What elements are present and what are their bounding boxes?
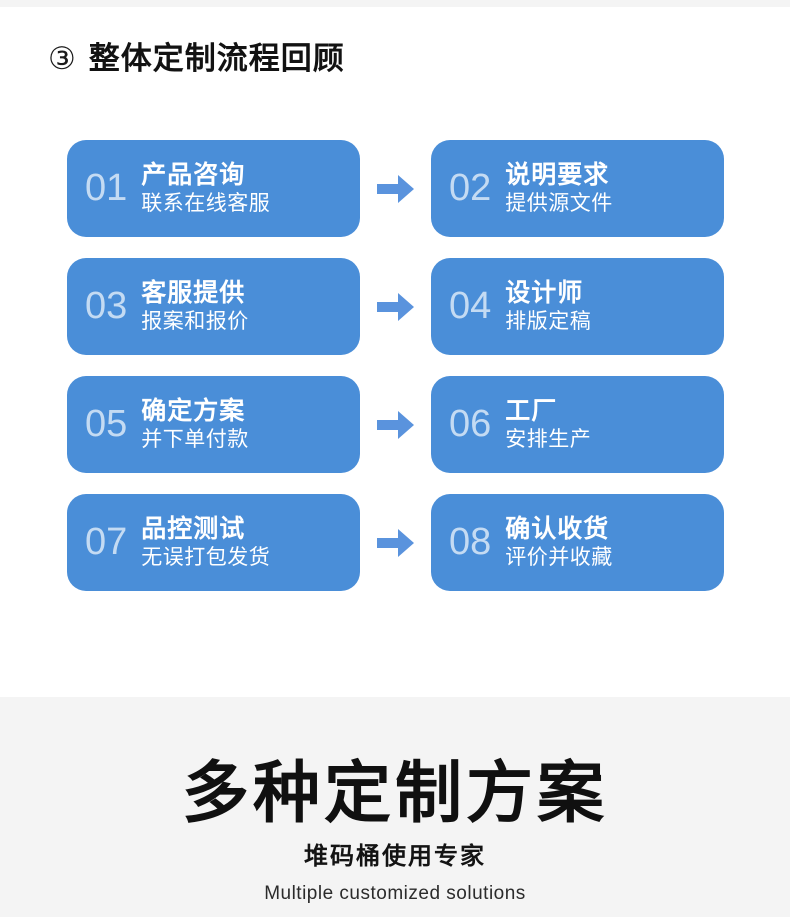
arrow-connector <box>360 494 431 591</box>
step-text-block: 客服提供 报案和报价 <box>141 279 249 335</box>
step-subtitle: 报案和报价 <box>141 310 249 334</box>
step-title: 工厂 <box>505 396 558 425</box>
arrow-right-icon <box>376 174 414 203</box>
step-number: 05 <box>85 402 128 445</box>
step-number: 01 <box>85 166 128 209</box>
step-title: 客服提供 <box>141 278 246 307</box>
step-text-block: 工厂 安排生产 <box>505 397 591 453</box>
step-row: 05 确定方案 并下单付款 06 工厂 安排生产 <box>67 376 724 473</box>
top-divider-strip <box>0 0 790 7</box>
step-title: 设计师 <box>505 278 584 307</box>
step-row: 01 产品咨询 联系在线客服 02 说明要求 提供源文件 <box>67 140 724 237</box>
step-text-block: 说明要求 提供源文件 <box>505 161 613 217</box>
process-flow-section: ③ 整体定制流程回顾 01 产品咨询 联系在线客服 <box>0 7 790 697</box>
step-card-07[interactable]: 07 品控测试 无误打包发货 <box>67 494 360 591</box>
step-text-block: 品控测试 无误打包发货 <box>141 515 270 571</box>
step-text-block: 设计师 排版定稿 <box>505 279 591 335</box>
banner-english-caption: Multiple customized solutions <box>264 883 526 904</box>
step-card-02[interactable]: 02 说明要求 提供源文件 <box>431 140 724 237</box>
step-text-block: 确认收货 评价并收藏 <box>505 515 613 571</box>
banner-subheading: 堆码桶使用专家 <box>304 843 486 870</box>
page-title: 整体定制流程回顾 <box>88 41 345 76</box>
step-subtitle: 并下单付款 <box>141 428 249 452</box>
step-subtitle: 排版定稿 <box>505 310 592 334</box>
step-card-06[interactable]: 06 工厂 安排生产 <box>431 376 724 473</box>
step-row: 07 品控测试 无误打包发货 08 确认收货 评价并收藏 <box>67 494 724 591</box>
step-card-01[interactable]: 01 产品咨询 联系在线客服 <box>67 140 360 237</box>
step-number: 07 <box>85 520 128 563</box>
step-subtitle: 安排生产 <box>505 428 592 452</box>
step-row: 03 客服提供 报案和报价 04 设计师 排版定稿 <box>67 258 724 355</box>
step-number: 04 <box>449 284 492 327</box>
bottom-banner: 多种定制方案 堆码桶使用专家 Multiple customized solut… <box>0 697 790 917</box>
section-heading: ③ 整体定制流程回顾 <box>48 43 345 74</box>
arrow-right-icon <box>376 292 414 321</box>
step-card-03[interactable]: 03 客服提供 报案和报价 <box>67 258 360 355</box>
step-number: 08 <box>449 520 492 563</box>
arrow-right-icon <box>376 410 414 439</box>
step-card-04[interactable]: 04 设计师 排版定稿 <box>431 258 724 355</box>
step-subtitle: 联系在线客服 <box>141 192 271 216</box>
arrow-connector <box>360 140 431 237</box>
step-number: 03 <box>85 284 128 327</box>
arrow-connector <box>360 376 431 473</box>
step-subtitle: 无误打包发货 <box>141 546 271 570</box>
circled-number-icon: ③ <box>48 41 76 76</box>
arrow-right-icon <box>376 528 414 557</box>
step-title: 确认收货 <box>505 514 610 543</box>
step-card-grid: 01 产品咨询 联系在线客服 02 说明要求 提供源文件 <box>67 140 724 591</box>
step-title: 确定方案 <box>141 396 246 425</box>
step-title: 品控测试 <box>141 514 246 543</box>
arrow-connector <box>360 258 431 355</box>
step-subtitle: 提供源文件 <box>505 192 613 216</box>
step-number: 06 <box>449 402 492 445</box>
step-text-block: 确定方案 并下单付款 <box>141 397 249 453</box>
step-number: 02 <box>449 166 492 209</box>
step-title: 说明要求 <box>505 160 610 189</box>
step-title: 产品咨询 <box>141 160 246 189</box>
step-card-05[interactable]: 05 确定方案 并下单付款 <box>67 376 360 473</box>
banner-main-heading: 多种定制方案 <box>182 756 608 831</box>
step-subtitle: 评价并收藏 <box>505 546 613 570</box>
step-card-08[interactable]: 08 确认收货 评价并收藏 <box>431 494 724 591</box>
step-text-block: 产品咨询 联系在线客服 <box>141 161 270 217</box>
